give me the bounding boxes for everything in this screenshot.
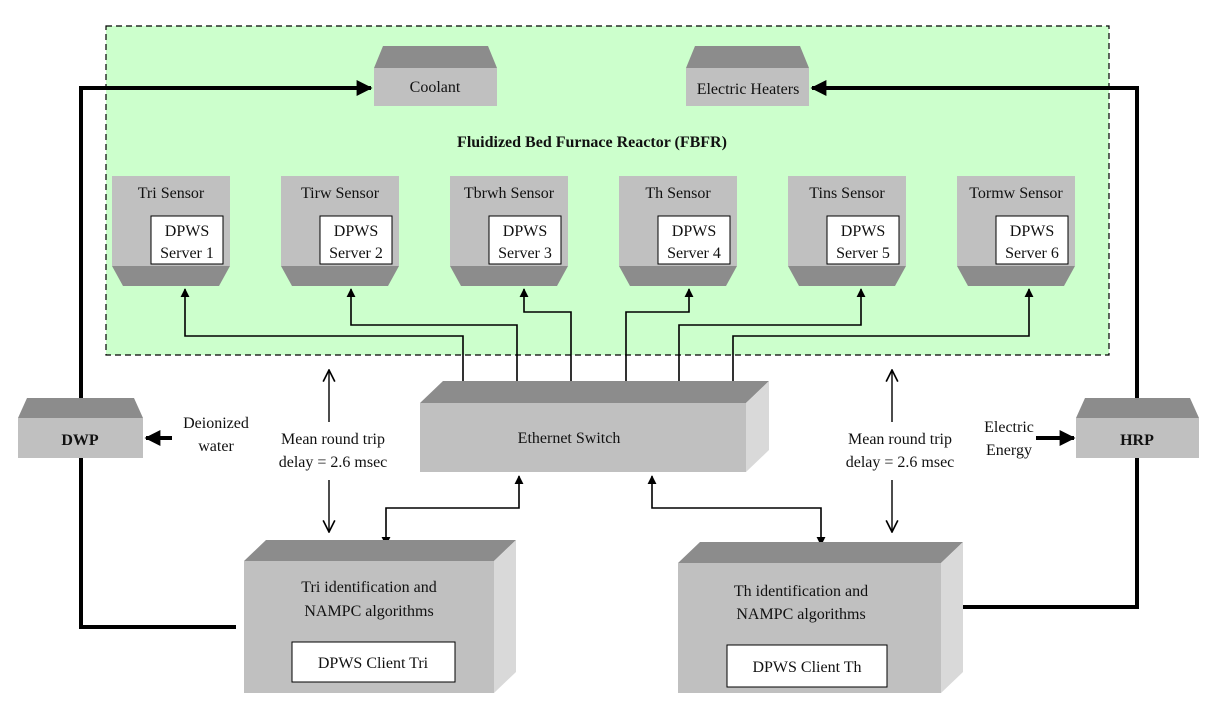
- hrp-label: HRP: [1120, 432, 1154, 449]
- sensor-6: Tormw Sensor DPWS Server 6: [957, 176, 1075, 286]
- dpws-client-th: [726, 644, 888, 688]
- ethernet-switch-label: Ethernet Switch: [518, 430, 621, 447]
- sensor-5: Tins Sensor DPWS Server 5: [788, 176, 906, 286]
- hrp-heater-loop: [810, 80, 1139, 609]
- delay-left-line2: delay = 2.6 msec: [279, 454, 388, 471]
- deionized-water-line2: water: [198, 438, 234, 455]
- client-tri-box: Tri identification and NAMPC algorithms …: [244, 540, 516, 693]
- client-th-line1: Th identification and: [734, 583, 868, 600]
- hrp-box: HRP: [1076, 398, 1199, 458]
- electric-heaters-label: Electric Heaters: [697, 81, 800, 98]
- dpws-client-tri: [291, 641, 456, 683]
- delay-right-line1: Mean round trip: [848, 431, 952, 448]
- dpws-server-3: [488, 215, 562, 265]
- dpws-server-4: [657, 215, 731, 265]
- dpws-server-2: [319, 215, 393, 265]
- svg-text:DPWS: DPWS: [841, 223, 885, 240]
- client-th-line2: NAMPC algorithms: [736, 606, 865, 623]
- sensor-1: Tri Sensor DPWS Server 1: [112, 176, 230, 286]
- electric-heaters-box: Electric Heaters: [686, 46, 809, 106]
- delay-arrows: [329, 370, 892, 532]
- svg-text:Server 2: Server 2: [329, 245, 383, 262]
- client-tri-line2: NAMPC algorithms: [304, 603, 433, 620]
- svg-text:DPWS: DPWS: [165, 223, 209, 240]
- sensor-4-name: Th Sensor: [645, 185, 711, 202]
- svg-text:DPWS Client Tri: DPWS Client Tri: [318, 655, 429, 672]
- sensor-2: Tirw Sensor DPWS Server 2: [281, 176, 399, 286]
- svg-text:Server 1: Server 1: [160, 245, 214, 262]
- svg-text:DPWS Client Th: DPWS Client Th: [752, 659, 861, 676]
- dwp-box: DWP: [18, 398, 143, 458]
- deionized-water-line1: Deionized: [183, 415, 249, 432]
- svg-text:Server 4: Server 4: [667, 245, 721, 262]
- svg-text:Server 3: Server 3: [498, 245, 552, 262]
- svg-text:DPWS: DPWS: [672, 223, 716, 240]
- svg-text:Server 5: Server 5: [836, 245, 890, 262]
- reactor-title: Fluidized Bed Furnace Reactor (FBFR): [457, 134, 727, 151]
- sensor-4: Th Sensor DPWS Server 4: [619, 176, 737, 286]
- svg-text:Server 6: Server 6: [1005, 245, 1059, 262]
- coolant-label: Coolant: [410, 79, 461, 96]
- link-sensor-6: [728, 288, 1034, 391]
- coolant-box: Coolant: [374, 46, 497, 106]
- sensor-5-name: Tins Sensor: [809, 185, 885, 202]
- client-tri-line1: Tri identification and: [301, 579, 436, 596]
- link-client-th: [647, 475, 826, 546]
- dpws-server-5: [826, 215, 900, 265]
- dpws-server-1: [150, 215, 224, 265]
- sensor-3: Tbrwh Sensor DPWS Server 3: [450, 176, 568, 286]
- electric-energy-line2: Energy: [986, 442, 1032, 459]
- sensor-1-name: Tri Sensor: [138, 185, 205, 202]
- switch-client-links: [381, 475, 826, 546]
- svg-text:DPWS: DPWS: [1010, 223, 1054, 240]
- client-th-box: Th identification and NAMPC algorithms D…: [678, 542, 963, 693]
- sensor-switch-links: [180, 288, 1034, 391]
- link-client-tri: [381, 475, 524, 546]
- link-sensor-2: [346, 288, 522, 391]
- svg-text:DPWS: DPWS: [503, 223, 547, 240]
- electric-energy-line1: Electric: [984, 419, 1034, 436]
- svg-text:DPWS: DPWS: [334, 223, 378, 240]
- sensor-3-name: Tbrwh Sensor: [464, 185, 555, 202]
- delay-left-line1: Mean round trip: [281, 431, 385, 448]
- dwp-label: DWP: [61, 432, 99, 449]
- ethernet-switch: Ethernet Switch: [420, 381, 769, 472]
- sensor-6-name: Tormw Sensor: [969, 185, 1063, 202]
- dwp-coolant-loop: [79, 80, 373, 629]
- dpws-server-6: [995, 215, 1069, 265]
- sensor-2-name: Tirw Sensor: [301, 185, 380, 202]
- delay-right-line2: delay = 2.6 msec: [846, 454, 955, 471]
- link-sensor-3: [519, 288, 576, 391]
